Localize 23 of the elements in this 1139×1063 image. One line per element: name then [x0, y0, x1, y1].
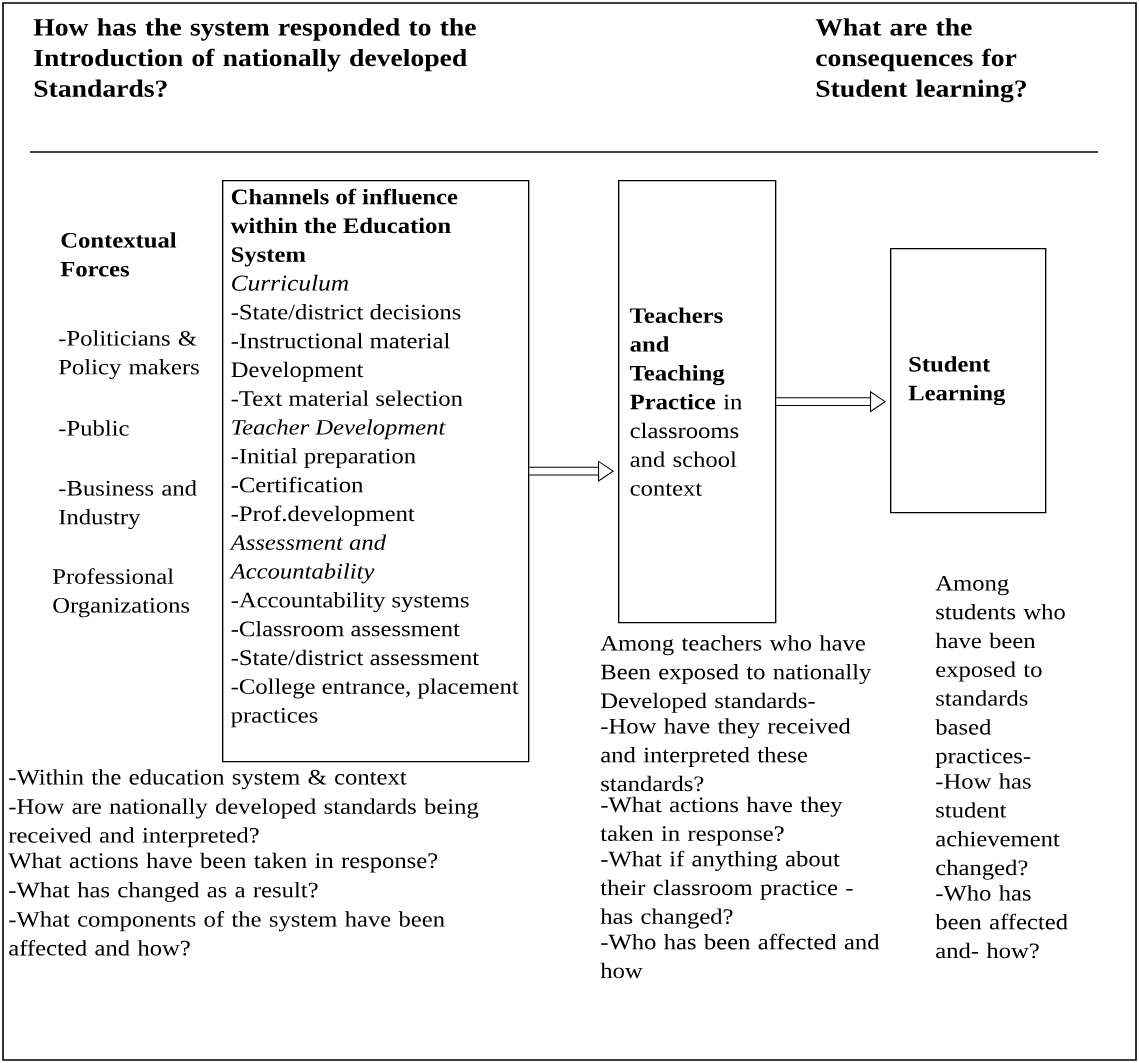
- side-text: Professional Organizations: [53, 568, 190, 618]
- question-text: -What if anything about their classroom practice -has changed?: [600, 850, 853, 929]
- question-text: -What components of the system have been affected and how?: [9, 911, 445, 956]
- process-box: Student Learning: [890, 248, 1047, 514]
- heading: What are the consequences for Student learning?: [815, 18, 1026, 103]
- question-text: -Who has been affected and- how?: [935, 885, 1068, 959]
- question-text: -How have they received and interpreted these standards?: [601, 718, 851, 792]
- question-text: -Who has been affected and how: [600, 933, 880, 979]
- side-text: -Public: [59, 420, 129, 436]
- question-text: -How are nationally developed standards being received and interpreted?: [8, 798, 479, 848]
- side-text: Contextual Forces: [60, 232, 177, 277]
- side-text: -Politicians & Policy makers: [59, 330, 199, 380]
- question-text: -What has changed as a result?: [9, 882, 318, 902]
- question-text: -How has student achievement changed?: [936, 773, 1060, 880]
- heading: How has the system responded to the Introduction of nationally developed Standards?: [33, 18, 476, 98]
- question-text: Among students who have been exposed to standards based practices-: [935, 575, 1065, 768]
- question-text: -Within the education system & context: [9, 769, 407, 790]
- block-arrow: [529, 460, 614, 482]
- channels-box: Channels of influence within the Education System Curriculum -State/district decisions -Instructional material Development -Text material selection Teacher Development -Initial preparation -Certification -Prof.development Assessment and Accountability -Accountability systems -Classroom assessment -State/district assessment -College entrance, placement practices: [222, 180, 530, 763]
- side-text: -Business and Industry: [59, 480, 197, 530]
- process-box: Teachers and Teaching Practice in classrooms and school context: [618, 180, 777, 624]
- question-text: What actions have been taken in response?: [8, 852, 438, 873]
- question-text: -What actions have they taken in response?: [600, 796, 843, 846]
